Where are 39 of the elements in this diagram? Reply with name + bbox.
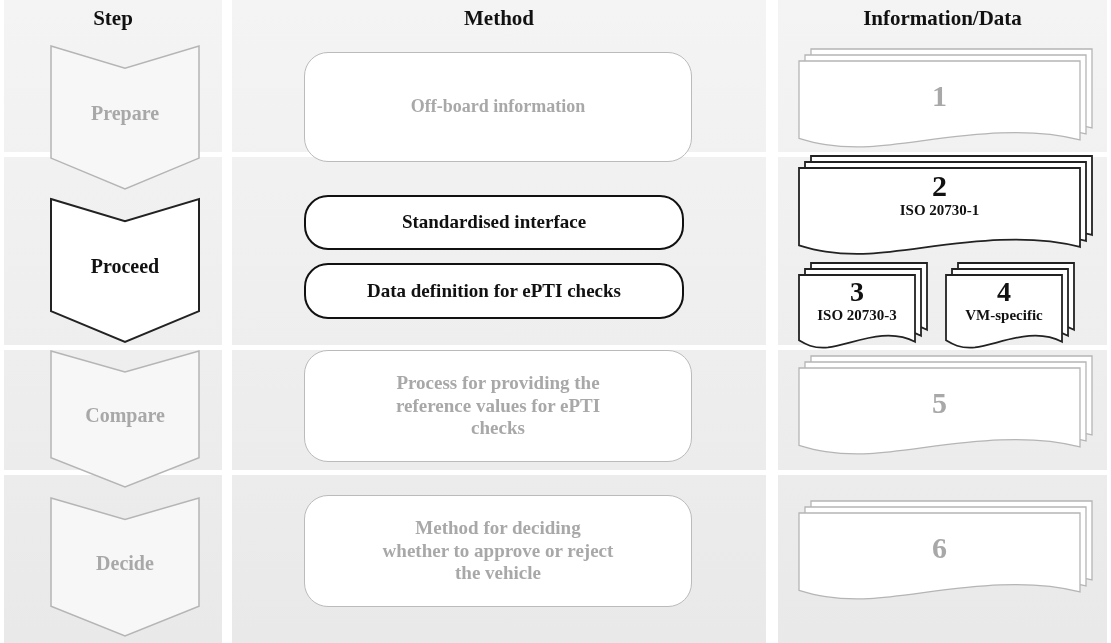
document-stack — [798, 355, 1093, 453]
method-label: Data definition for ePTI checks — [367, 279, 621, 303]
step-label: Proceed — [89, 255, 161, 279]
chevron-shape — [50, 350, 200, 488]
document-number: 5 — [931, 388, 948, 418]
document-stack — [798, 155, 1093, 253]
method-label: Standardised interface — [401, 211, 587, 234]
method-box — [304, 195, 684, 250]
chevron-shape — [50, 198, 200, 343]
column-panel — [232, 0, 766, 643]
chevron-shape — [50, 45, 200, 190]
document-number: 6 — [931, 533, 948, 563]
document-stack — [798, 48, 1093, 146]
method-box — [304, 350, 692, 462]
step-label: Decide — [95, 552, 155, 575]
column-panel — [778, 0, 1107, 643]
column-heading: Method — [463, 6, 535, 31]
document-stack — [945, 262, 1075, 347]
method-label: Off-board information — [410, 96, 586, 118]
method-box — [304, 495, 692, 607]
step-label: Prepare — [89, 102, 161, 126]
document-number: 1 — [931, 81, 948, 111]
standard-label: ISO 20730-1 — [898, 203, 981, 218]
document-stack — [798, 262, 928, 347]
method-box — [304, 52, 692, 162]
column-heading: Information/Data — [862, 6, 1023, 31]
method-label: Process for providing the reference values for ePTI checks — [394, 371, 602, 441]
column-heading: Step — [92, 6, 134, 31]
standard-label: VM-specific — [964, 308, 1044, 323]
document-stack — [798, 500, 1093, 598]
document-number: 3 — [849, 278, 865, 306]
step-label: Compare — [84, 404, 166, 428]
document-number: 4 — [996, 278, 1012, 306]
chevron-shape — [50, 497, 200, 637]
method-label: Method for deciding whether to approve or reject the vehicle — [381, 516, 615, 586]
method-box — [304, 263, 684, 319]
column-panel — [4, 0, 222, 643]
document-number: 2 — [931, 171, 948, 201]
standard-label: ISO 20730-3 — [816, 308, 898, 323]
